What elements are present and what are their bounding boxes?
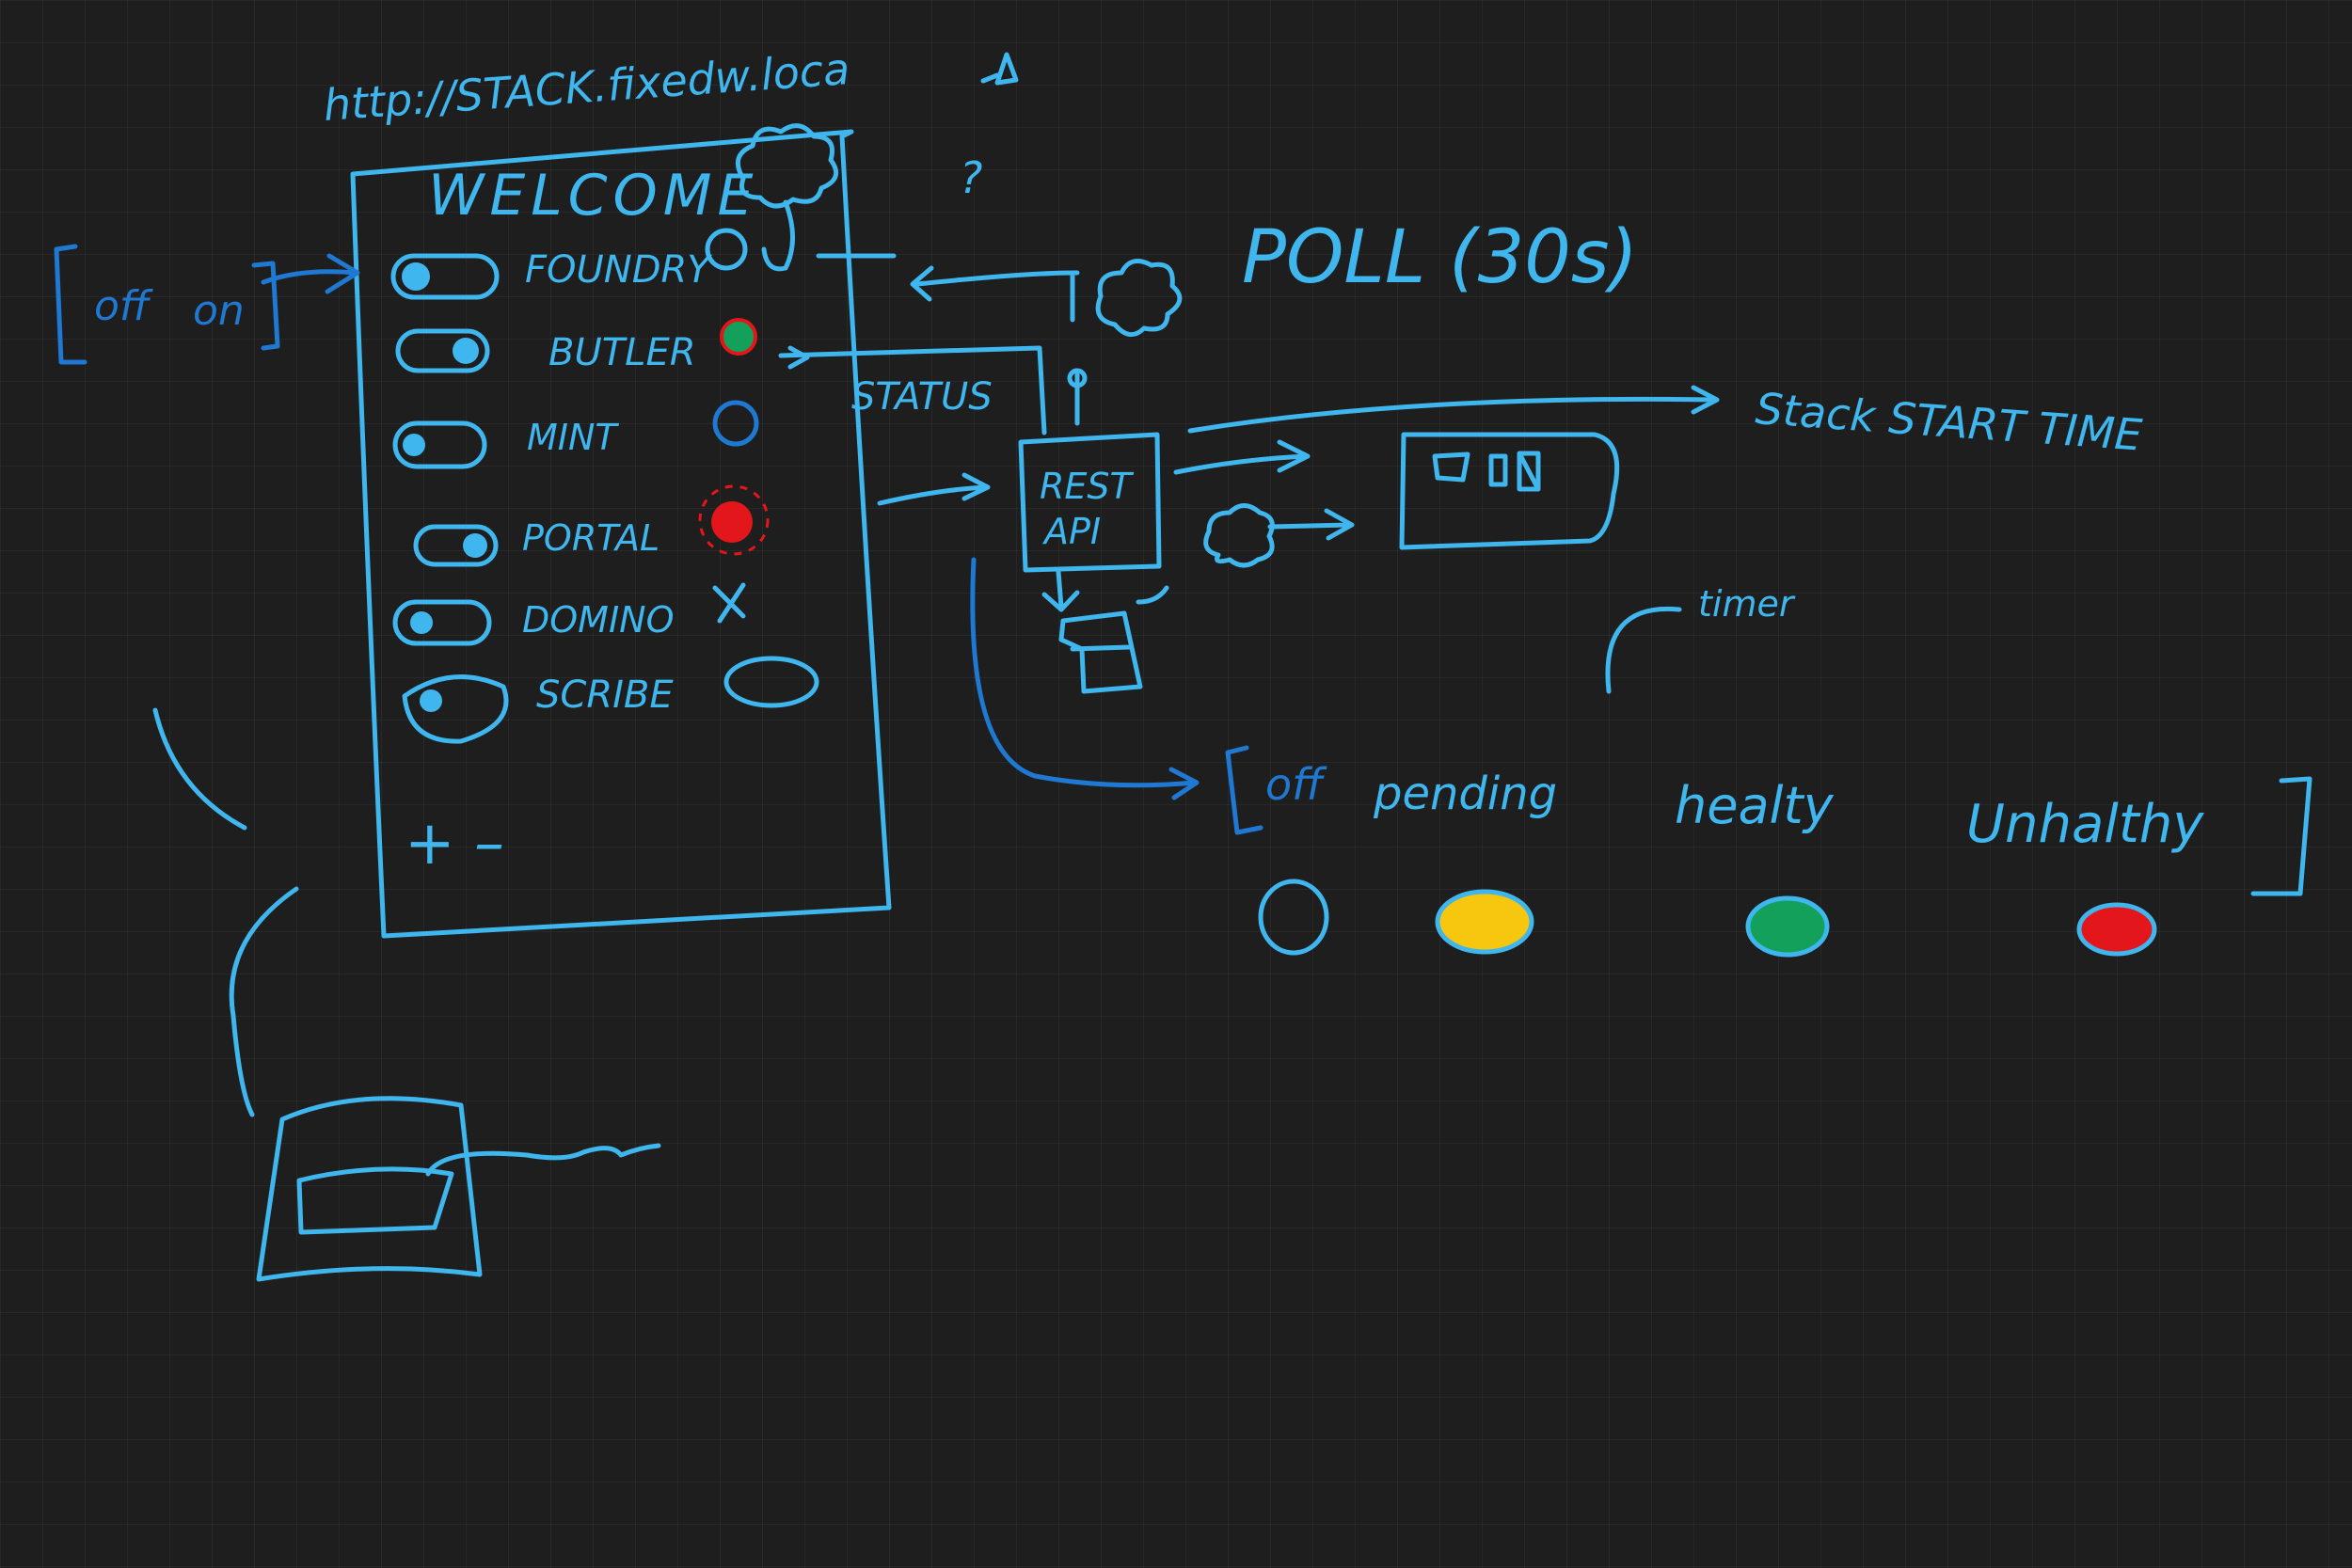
add-remove-controls[interactable]: + – (405, 809, 504, 879)
status-unhealthy-halo (698, 484, 770, 556)
toggle-states-bracket (54, 244, 280, 365)
status-off-icon (723, 656, 819, 708)
rest-api-label-1: REST (1040, 466, 1135, 507)
service-row-portal[interactable]: PORTAL (413, 484, 770, 567)
toggle-knob (402, 262, 430, 291)
legend-label-healthy: healty (1675, 776, 1835, 835)
service-row-domino[interactable]: DOMINO (392, 582, 746, 646)
cloud-icon (735, 123, 839, 209)
url-triangle-icon (980, 52, 1019, 86)
status-unhealthy-icon (711, 501, 753, 543)
toggle-switch[interactable] (395, 328, 490, 373)
cloud-to-widget-arrow (1267, 508, 1355, 541)
service-name: DOMINO (522, 599, 675, 641)
legend-label-unhealthy: Unhalthy (1966, 794, 2204, 855)
legend-label-pending: pending (1373, 768, 1557, 820)
cloud-icon (1203, 503, 1275, 568)
status-healthy-icon (720, 318, 757, 356)
status-off-icon (712, 400, 759, 447)
service-row-butler[interactable]: BUTLER (395, 318, 757, 374)
monitor-icon (256, 1096, 483, 1282)
curve-stroke (229, 886, 299, 1117)
legend-label-off: off (1265, 759, 1327, 810)
url-label: http://STACK.fixedw.loca (322, 43, 851, 131)
widget-digits (1432, 451, 1541, 492)
toggle-state-off: off (94, 282, 153, 330)
service-row-foundry[interactable]: FOUNDRY (390, 228, 748, 300)
question-mark: ? (960, 152, 982, 203)
legend-bracket (1225, 745, 1263, 835)
rest-api-box[interactable] (1018, 432, 1162, 573)
status-connector (778, 345, 1080, 436)
toggle-knob (453, 338, 479, 364)
legend-dot-pending (1435, 889, 1534, 955)
toggle-switch[interactable] (402, 674, 509, 744)
monitor-pointer (425, 1143, 661, 1177)
start-time-arrow (1187, 385, 1720, 434)
api-to-widget-arrow (1173, 439, 1311, 475)
timer-widget (1399, 432, 1620, 550)
legend-bracket (2250, 776, 2312, 896)
service-row-scribe[interactable]: SCRIBE (402, 656, 819, 744)
toggle-knob (420, 689, 442, 712)
status-off-icon (705, 228, 748, 271)
legend-dot-unhealthy (2076, 902, 2157, 957)
timer-label: timer (1698, 583, 1796, 625)
status-return-arrow (877, 472, 991, 506)
cloud-icon (1095, 259, 1183, 337)
poll-label: POLL (30s) (1242, 215, 1638, 300)
toggle-switch[interactable] (392, 420, 487, 469)
rest-api-down-arrow (1041, 569, 1169, 612)
toggle-states-arrow (261, 253, 360, 294)
question-arrow (816, 253, 1080, 323)
service-name: FOUNDRY (525, 248, 713, 292)
welcome-title: WELCOME (428, 163, 758, 229)
welcome-panel (350, 129, 892, 939)
service-name: PORTAL (522, 517, 660, 559)
status-label: STATUS (851, 375, 993, 419)
legend-arrow (970, 557, 1200, 800)
status-x-icon (712, 582, 746, 624)
stack-start-time-label: Stack START TIME (1754, 383, 2143, 461)
connector-dot (1067, 368, 1088, 388)
toggle-knob (463, 533, 487, 558)
service-name: BUTLER (548, 331, 696, 374)
service-list: FOUNDRY BUTLER MINT PORTAL (390, 228, 819, 744)
curve-stroke (152, 707, 247, 831)
link-hook (761, 199, 795, 272)
database-icon (1058, 610, 1143, 694)
service-name: MINT (527, 417, 619, 458)
toggle-switch[interactable] (392, 599, 492, 646)
legend-dot-healthy (1745, 895, 1830, 958)
timer-callout (1605, 606, 1682, 694)
toggle-knob (410, 611, 433, 634)
toggle-switch[interactable] (390, 253, 500, 300)
toggle-switch[interactable] (413, 524, 499, 567)
toggle-knob (403, 434, 425, 456)
service-row-mint[interactable]: MINT (392, 400, 759, 469)
status-legend: off pending healty Unhalthy (1258, 759, 2204, 958)
service-name: SCRIBE (536, 673, 674, 717)
toggle-state-on: on (193, 287, 245, 335)
rest-api-label-2: API (1041, 511, 1101, 552)
legend-dot-off (1258, 879, 1329, 956)
